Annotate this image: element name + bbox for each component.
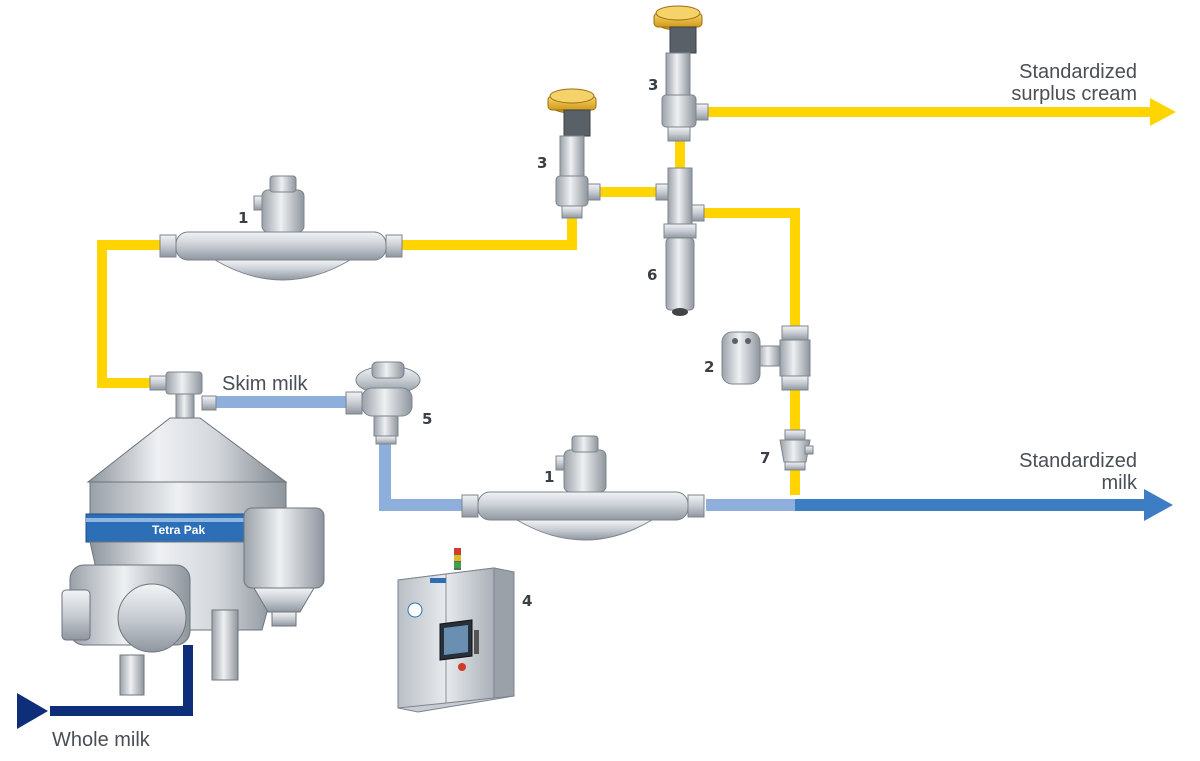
shut-off-valve <box>655 167 705 316</box>
separator: Tetra Pak <box>61 371 325 696</box>
skim-milk-label: Skim milk <box>222 373 309 395</box>
control-panel <box>397 548 515 713</box>
number-constant-pressure-valve: 5 <box>422 410 432 428</box>
component-numbers: 1 1 2 3 3 4 5 6 7 <box>238 76 770 610</box>
surplus-cream-label-line1: Standardized <box>1019 61 1137 83</box>
whole-milk-label: Whole milk <box>52 729 151 751</box>
whole-milk-pipe <box>50 645 193 716</box>
tetra-pak-logo: Tetra Pak <box>152 523 205 537</box>
control-valve-upper <box>653 5 709 142</box>
number-flow-meter-cream: 1 <box>238 209 248 227</box>
flow-labels: Standardized surplus cream Standardized … <box>52 61 1138 751</box>
number-flow-meter-skim: 1 <box>544 468 554 486</box>
flow-meter-skim <box>461 435 705 541</box>
whole-milk-arrow-icon <box>17 693 48 729</box>
number-control-valve-lower: 3 <box>537 154 547 172</box>
surplus-cream-arrow-icon <box>1150 98 1176 126</box>
number-control-panel: 4 <box>522 592 532 610</box>
standardized-milk-label-line1: Standardized <box>1019 450 1137 472</box>
cream-pipe-meter-to-valve <box>395 212 577 250</box>
cream-pipe-separator-to-meter <box>97 240 170 388</box>
standardized-milk-label-line2: milk <box>1101 472 1138 494</box>
control-valve-lower <box>547 88 601 219</box>
number-check-valve: 7 <box>760 449 770 467</box>
cream-remix-pipe <box>700 208 800 495</box>
skim-pipe-valve-to-meter <box>379 440 470 511</box>
number-control-valve-upper: 3 <box>648 76 658 94</box>
surplus-cream-label-line2: surplus cream <box>1011 83 1137 105</box>
flow-meter-cream <box>159 175 403 281</box>
number-shut-off-valve: 6 <box>647 266 657 284</box>
pipes <box>50 107 1150 716</box>
constant-pressure-valve <box>345 361 421 445</box>
standardized-milk-arrow-icon <box>1144 489 1173 521</box>
density-transmitter <box>721 325 811 391</box>
check-valve <box>779 429 814 471</box>
number-density-transmitter: 2 <box>704 358 714 376</box>
